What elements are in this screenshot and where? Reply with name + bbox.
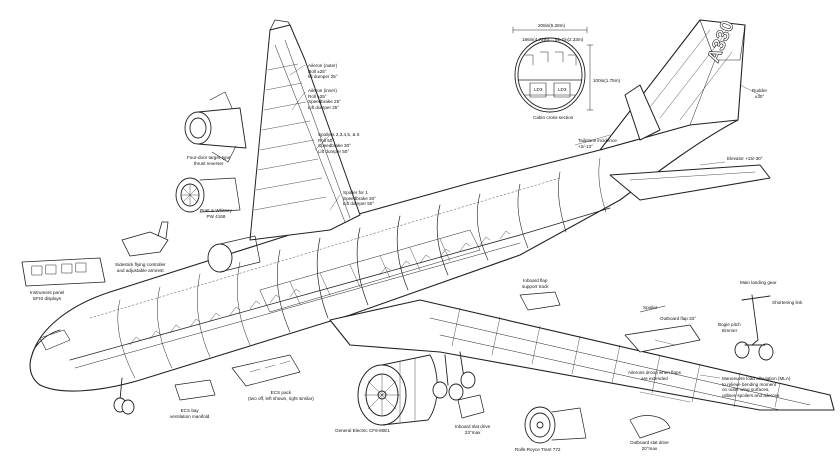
horizontal-tail <box>609 84 771 201</box>
sidestick-drawing <box>121 221 169 257</box>
label-cabin-inner-right: 91.7in(2.33m) <box>555 37 584 42</box>
thrust-reverser-drawing <box>184 91 247 163</box>
pw-engine-drawing <box>175 177 241 213</box>
label-outboard-flap: Outboard flap 33° <box>660 316 697 321</box>
fuselage <box>29 107 739 392</box>
label-rudder: Rudder ±30° <box>752 88 768 99</box>
rr-engine-drawing <box>524 406 587 444</box>
label-shortening-link: Shortening link <box>772 300 803 305</box>
label-rr-engine: Rolls-Royce Trent 772 <box>515 447 561 452</box>
label-sidestick: Sidestick flying controller and adjustab… <box>115 262 166 273</box>
label-ld3-right: LD3 <box>558 87 567 92</box>
label-main-gear: Main landing gear <box>740 280 777 285</box>
label-pw-engine: Pratt & Whitney PW 4168 <box>200 208 232 219</box>
label-spoiler: Spoiler <box>643 305 658 310</box>
slat-drive-drawings <box>457 394 671 439</box>
label-cabin-width: 208in(5.28m) <box>538 23 566 28</box>
label-ecs-pack: ECS pack (two off, left shown, right sim… <box>248 390 314 401</box>
wing-far <box>249 19 361 241</box>
label-ge-engine: General Electric CF6-80E1 <box>335 428 390 433</box>
label-aileron-inner: Aileron (inner) Roll ±25° Speedbrake 25°… <box>308 88 341 110</box>
label-spoilers-2-6: Spoilers 2,3,4,5, & 6 Roll 50° Speedbrak… <box>318 132 360 154</box>
label-elevator: Elevator +15/-30° <box>727 156 763 161</box>
ecs-pack-drawing <box>174 354 301 401</box>
label-mla: Manoeuvre load alleviation (MLA) to reli… <box>722 376 791 398</box>
label-ecs-bay: ECS bay ventilation manifold <box>170 408 210 419</box>
main-gear-installed <box>432 351 476 401</box>
label-spoiler-1: Spoiler for 1 Speedbrake 30° Lift damper… <box>343 190 376 207</box>
label-instrument-panel: Instrument panel EFIS displays <box>30 290 65 301</box>
flap-track-drawing <box>519 291 561 311</box>
spoiler-flap-drawing <box>624 305 701 353</box>
label-inboard-flap-track: Inboard flap support track <box>522 278 549 289</box>
label-ld3-left: LD3 <box>534 87 543 92</box>
cabin-cross-section-drawing <box>512 26 594 113</box>
engine-far <box>207 235 261 273</box>
label-aileron-droop: Ailerons droop when flaps are extended <box>628 370 681 381</box>
label-bogie-pitch: Bogie pitch trimmer <box>718 322 741 333</box>
label-cabin-cross-section: Cabin cross-section <box>533 115 574 120</box>
main-gear-detail-drawing <box>734 294 774 361</box>
label-outboard-slat: Outboard slat drive 20°max <box>630 440 669 451</box>
label-cabin-height: 100in(1.75m) <box>593 78 621 83</box>
nose-gear <box>113 377 135 415</box>
label-thrust-reverser: Four-door target-type thrust reverser <box>187 155 231 166</box>
instrument-panel-drawing <box>21 257 106 287</box>
label-tailplane: Tailplane incidence +2/-13° <box>578 138 617 149</box>
leader-lines <box>289 64 761 403</box>
label-aileron-outer: Aileron (outer) Roll ±25° lift dumper 25… <box>308 63 338 80</box>
wing-near <box>329 299 835 411</box>
label-inboard-slat: Inboard slat drive 23°max <box>455 424 491 435</box>
label-cabin-inner-left: 186in(4.72m) <box>522 37 550 42</box>
engine-near <box>357 354 438 426</box>
